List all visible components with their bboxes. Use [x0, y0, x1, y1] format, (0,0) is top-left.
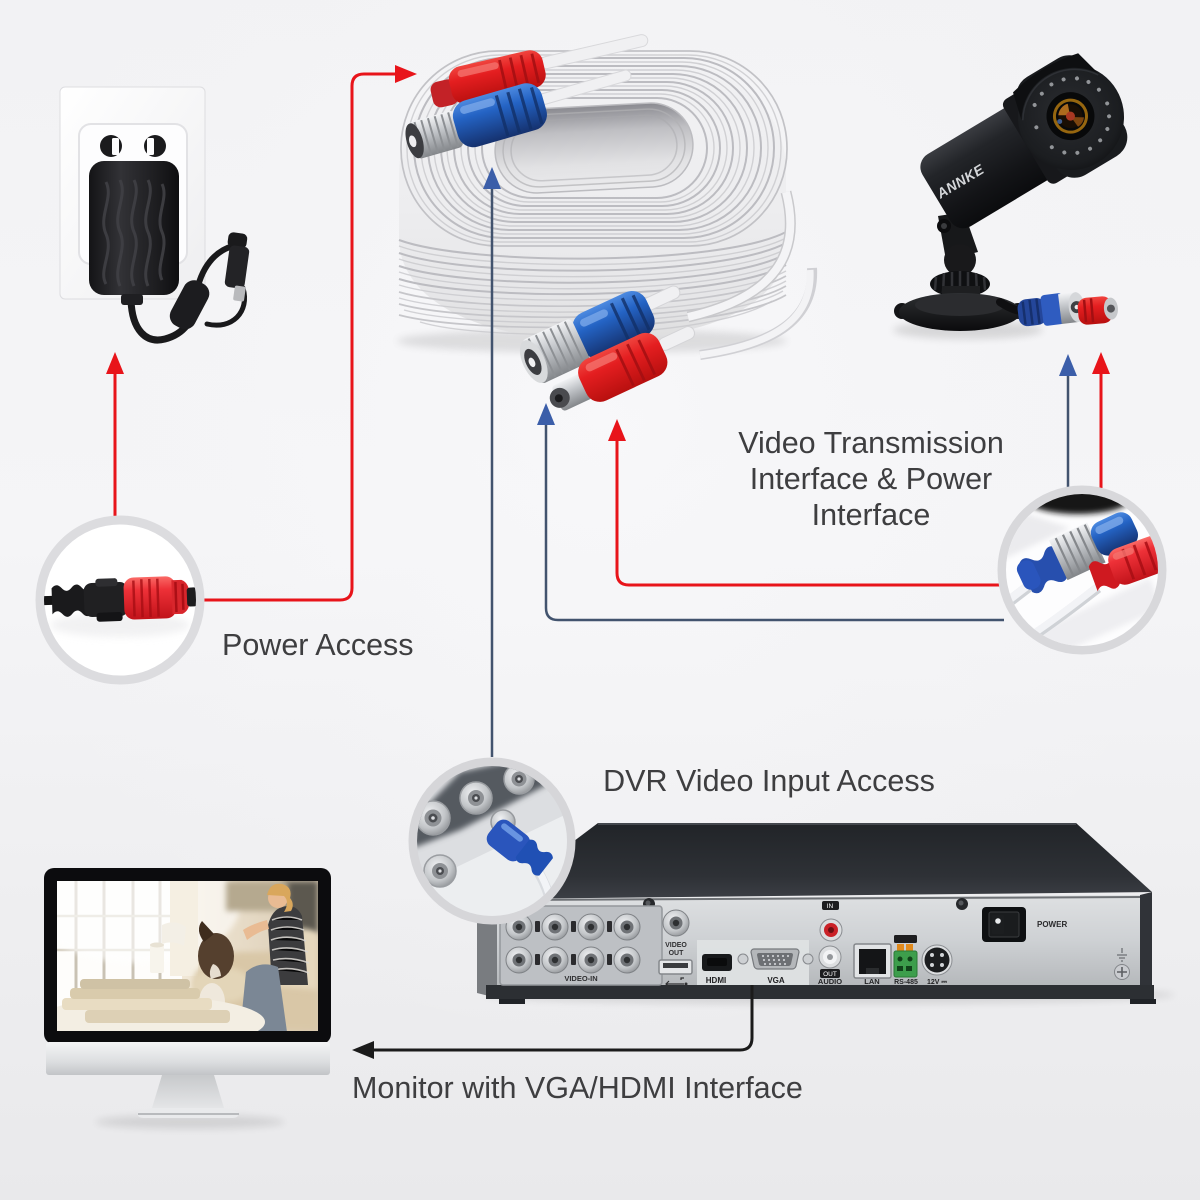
- svg-text:VIDEO-IN: VIDEO-IN: [564, 974, 597, 983]
- svg-text:Monitor with VGA/HDMI Interfac: Monitor with VGA/HDMI Interface: [352, 1071, 803, 1105]
- svg-text:Video Transmission: Video Transmission: [738, 426, 1004, 460]
- svg-text:VGA: VGA: [767, 976, 785, 985]
- svg-text:Interface: Interface: [812, 498, 931, 532]
- svg-text:AUDIO: AUDIO: [818, 977, 842, 986]
- svg-text:POWER: POWER: [1037, 920, 1067, 929]
- svg-text:OUT: OUT: [669, 950, 685, 957]
- svg-text:12V ⎓: 12V ⎓: [927, 979, 947, 986]
- svg-text:Power Access: Power Access: [222, 628, 414, 662]
- svg-text:Interface & Power: Interface & Power: [750, 462, 992, 496]
- svg-text:RS-485: RS-485: [894, 979, 918, 986]
- svg-text:LAN: LAN: [864, 977, 879, 986]
- svg-text:IN: IN: [827, 903, 834, 910]
- svg-text:VIDEO: VIDEO: [665, 942, 687, 949]
- svg-text:DVR Video Input Access: DVR Video Input Access: [603, 764, 935, 798]
- svg-text:OUT: OUT: [823, 971, 837, 978]
- svg-text:HDMI: HDMI: [706, 976, 726, 985]
